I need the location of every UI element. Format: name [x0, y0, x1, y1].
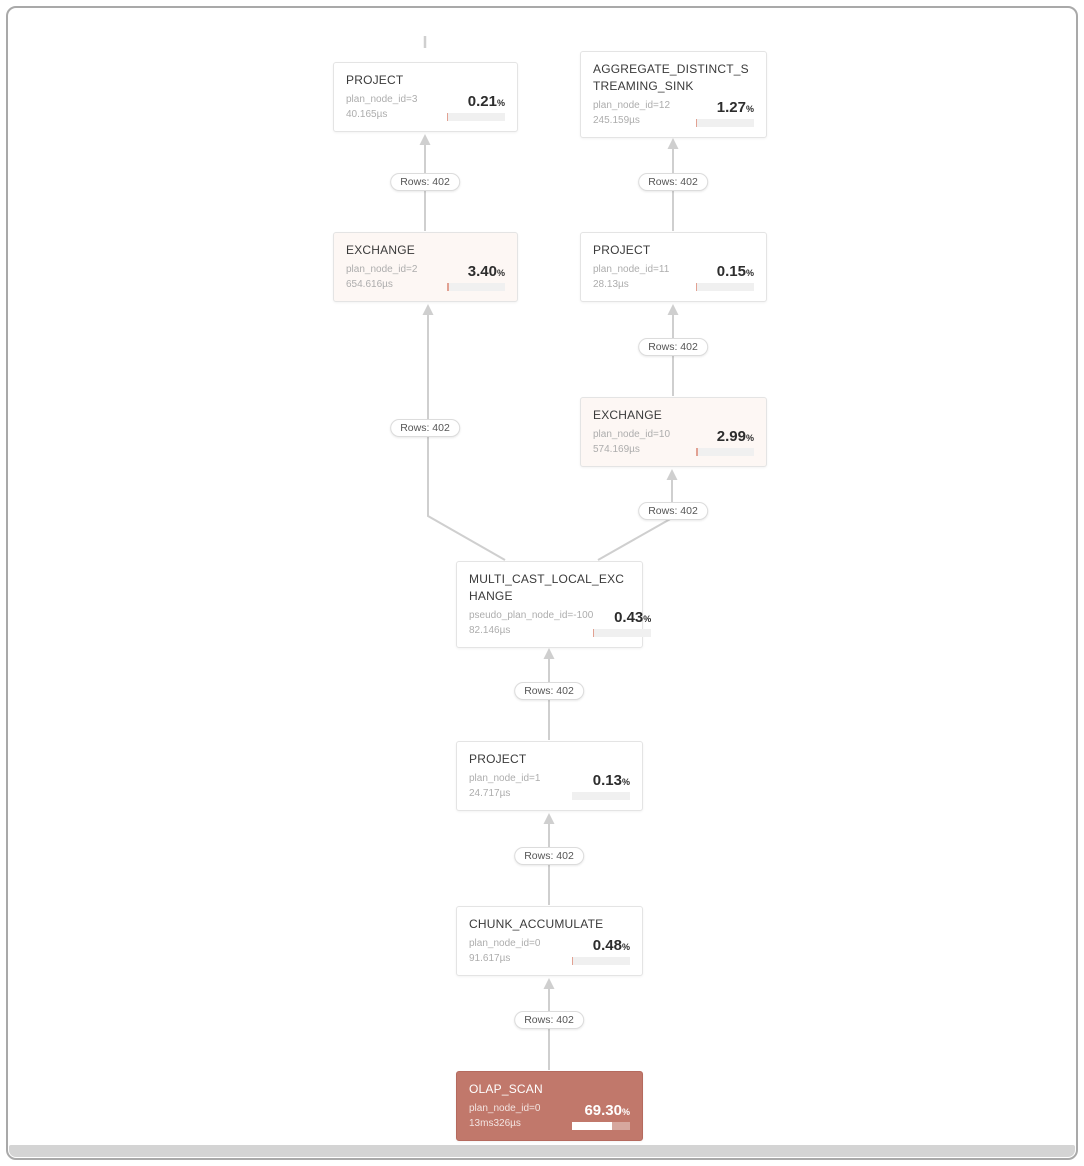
edge-rows-badge: Rows: 402 — [638, 502, 708, 520]
node-time: 245.159µs — [593, 115, 640, 127]
node-title: PROJECT — [346, 73, 404, 87]
node-plan-id: plan_node_id=3 — [346, 93, 418, 105]
node-percent-bar — [447, 112, 505, 121]
node-exchange-2[interactable]: EXCHANGE plan_node_id=2 654.616µs 3.40% — [333, 232, 518, 302]
node-plan-id: plan_node_id=0 — [469, 1102, 541, 1114]
node-aggregate-distinct-streaming-sink[interactable]: AGGREGATE_DISTINCT_STREAMING_SINK plan_n… — [580, 51, 767, 138]
node-percent: 2.99% — [716, 427, 754, 445]
node-time: 91.617µs — [469, 953, 511, 965]
node-project-1[interactable]: PROJECT plan_node_id=1 24.717µs 0.13% — [456, 741, 643, 811]
edge-rows-badge: Rows: 402 — [514, 1011, 584, 1029]
node-percent-bar — [593, 628, 652, 637]
node-percent: 0.15% — [716, 262, 754, 280]
node-percent-bar — [572, 1121, 630, 1130]
node-title: CHUNK_ACCUMULATE — [469, 917, 604, 931]
horizontal-scrollbar-thumb[interactable] — [9, 1145, 1075, 1157]
node-time: 82.146µs — [469, 625, 511, 637]
node-percent: 0.13% — [592, 771, 630, 789]
edge-rows-badge: Rows: 402 — [514, 682, 584, 700]
node-project-11[interactable]: PROJECT plan_node_id=11 28.13µs 0.15% — [580, 232, 767, 302]
node-percent-bar — [572, 791, 630, 800]
node-title: PROJECT — [469, 752, 527, 766]
edge-multicast-to-exchange2 — [422, 304, 506, 561]
node-percent: 0.48% — [592, 936, 630, 954]
node-title: AGGREGATE_DISTINCT_STREAMING_SINK — [593, 62, 749, 93]
node-time: 40.165µs — [346, 109, 388, 121]
node-plan-id: plan_node_id=11 — [593, 263, 670, 275]
edge-rows-badge: Rows: 402 — [638, 338, 708, 356]
node-plan-id: plan_node_id=1 — [469, 772, 541, 784]
node-plan-id: plan_node_id=10 — [593, 428, 671, 440]
node-percent-bar — [696, 282, 754, 291]
node-time: 28.13µs — [593, 279, 629, 291]
node-plan-id: plan_node_id=0 — [469, 937, 541, 949]
node-exchange-10[interactable]: EXCHANGE plan_node_id=10 574.169µs 2.99% — [580, 397, 767, 467]
edge-rows-badge: Rows: 402 — [514, 847, 584, 865]
node-percent-bar — [696, 118, 754, 127]
node-percent: 3.40% — [467, 262, 505, 280]
node-title: PROJECT — [593, 243, 651, 257]
node-percent: 69.30% — [584, 1101, 630, 1119]
node-multi-cast-local-exchange[interactable]: MULTI_CAST_LOCAL_EXCHANGE pseudo_plan_no… — [456, 561, 652, 648]
node-plan-id: pseudo_plan_node_id=-100 — [469, 609, 594, 621]
node-time: 13ms326µs — [469, 1118, 521, 1130]
edge-rows-badge: Rows: 402 — [390, 419, 460, 437]
node-chunk-accumulate[interactable]: CHUNK_ACCUMULATE plan_node_id=0 91.617µs… — [456, 906, 643, 976]
edge-rows-badge: Rows: 402 — [638, 173, 708, 191]
edge-rows-badge: Rows: 402 — [390, 173, 460, 191]
node-percent: 1.27% — [716, 98, 754, 116]
node-title: OLAP_SCAN — [469, 1082, 543, 1096]
node-time: 654.616µs — [346, 279, 393, 291]
node-time: 24.717µs — [469, 788, 511, 800]
node-title: EXCHANGE — [346, 243, 415, 257]
node-plan-id: plan_node_id=2 — [346, 263, 418, 275]
node-project-3[interactable]: PROJECT plan_node_id=3 40.165µs 0.21% — [333, 62, 518, 132]
node-percent-bar — [696, 447, 754, 456]
node-percent: 0.43% — [614, 608, 652, 626]
node-plan-id: plan_node_id=12 — [593, 99, 671, 111]
node-percent: 0.21% — [467, 92, 505, 110]
node-percent-bar — [572, 956, 630, 965]
node-percent-bar — [447, 282, 505, 291]
node-time: 574.169µs — [593, 444, 640, 456]
node-title: MULTI_CAST_LOCAL_EXCHANGE — [469, 572, 625, 603]
node-title: EXCHANGE — [593, 408, 662, 422]
node-olap-scan[interactable]: OLAP_SCAN plan_node_id=0 13ms326µs 69.30… — [456, 1071, 643, 1141]
